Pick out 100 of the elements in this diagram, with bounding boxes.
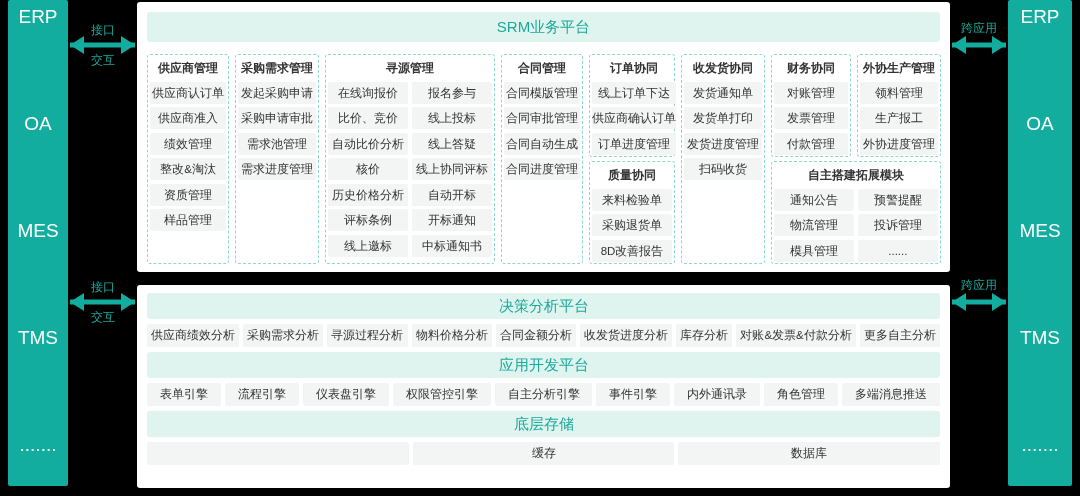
module-group <box>771 161 941 264</box>
feature-tile: 多端消息推送 <box>842 383 940 406</box>
feature-tile: 开标通知 <box>411 209 492 231</box>
feature-tile: 供应商认订单 <box>150 81 226 104</box>
feature-tile: 自动比价分析 <box>328 132 409 155</box>
feature-tile: 供应商准入 <box>150 107 226 129</box>
feature-tile: 来料检验单 <box>592 188 672 211</box>
feature-tile: 发货通知单 <box>684 81 762 104</box>
feature-tile: 更多自主分析 <box>859 324 941 347</box>
edge-label: 跨应用 <box>960 21 998 35</box>
feature-tile: 中标通知书 <box>411 234 492 257</box>
feature-tile: 生产报工 <box>860 107 938 129</box>
feature-tile: 流程引擎 <box>224 383 299 406</box>
feature-tile: 发货单打印 <box>684 107 762 129</box>
system-label: ....... <box>19 434 57 456</box>
feature-tile: 采购需求分析 <box>243 324 324 347</box>
feature-tile: 线上协同评标 <box>411 158 492 180</box>
feature-tile: 供应商绩效分析 <box>147 324 240 347</box>
platform-heading: 应用开发平台 <box>147 352 940 378</box>
feature-tile: 线上投标 <box>411 107 492 129</box>
module-title: 订单协同 <box>608 60 659 77</box>
edge-label: 跨应用 <box>960 278 998 292</box>
feature-tile: 合同进度管理 <box>504 158 580 180</box>
system-label: TMS <box>1019 327 1061 349</box>
module-title: 质量协同 <box>607 167 657 184</box>
feature-tile: 需求池管理 <box>238 132 316 155</box>
feature-tile: 内外通讯录 <box>674 383 761 406</box>
feature-tile: 自主分析引擎 <box>494 383 593 406</box>
module-title: 供应商管理 <box>157 60 219 77</box>
system-label: ....... <box>1021 434 1059 456</box>
module-group <box>325 54 495 264</box>
module-title: 采购需求管理 <box>240 60 314 77</box>
system-label: TMS <box>17 327 59 349</box>
module-group <box>857 54 941 157</box>
edge-label: 接口交互 <box>89 22 116 69</box>
double-arrow <box>70 36 135 54</box>
double-arrow <box>952 36 1006 54</box>
feature-tile: 仪表盘引擎 <box>302 383 389 406</box>
feature-tile: 需求进度管理 <box>238 158 316 180</box>
feature-tile: 库存分析 <box>676 324 733 347</box>
feature-tile: 发货进度管理 <box>684 132 762 155</box>
feature-tile: 权限管控引擎 <box>392 383 491 406</box>
feature-tile: 合同金额分析 <box>495 324 576 347</box>
platform-heading: 决策分析平台 <box>147 293 940 319</box>
feature-tile: 角色管理 <box>764 383 839 406</box>
feature-tile: 物流管理 <box>774 214 855 236</box>
feature-tile: 历史价格分析 <box>328 183 409 206</box>
feature-tile: 线上邀标 <box>328 234 409 257</box>
feature-tile: 事件引擎 <box>596 383 671 406</box>
module-title: 寻源管理 <box>385 60 435 77</box>
feature-tile: 预警提醒 <box>857 188 938 211</box>
feature-tile: 采购退货单 <box>592 214 672 236</box>
feature-tile: 订单进度管理 <box>592 132 676 155</box>
platform-heading: SRM业务平台 <box>147 12 940 42</box>
module-group <box>501 54 583 264</box>
feature-tile: 样品管理 <box>150 209 226 231</box>
platform-heading: 底层存储 <box>147 411 940 437</box>
module-group <box>771 54 851 157</box>
feature-tile: 线上订单下达 <box>592 81 676 104</box>
feature-tile: 外协进度管理 <box>860 132 938 155</box>
double-arrow <box>70 293 135 311</box>
feature-tile: 线上答疑 <box>411 132 492 155</box>
feature-tile: 对账管理 <box>774 81 848 104</box>
feature-tile: 绩效管理 <box>150 132 226 155</box>
system-column <box>8 0 68 486</box>
feature-tile: 报名参与 <box>411 81 492 104</box>
platform-panel <box>137 2 950 272</box>
feature-tile: 发起采购申请 <box>238 81 316 104</box>
system-label: ERP <box>1020 6 1060 28</box>
feature-tile: 对账&发票&付款分析 <box>736 324 856 347</box>
module-group <box>235 54 319 264</box>
feature-tile: 自动开标 <box>411 183 492 206</box>
feature-tile: 表单引擎 <box>147 383 221 406</box>
module-title: 收发货协同 <box>692 60 754 77</box>
feature-tile: 在线询报价 <box>328 81 409 104</box>
feature-tile: 收发货进度分析 <box>579 324 673 347</box>
system-label: MES <box>17 220 59 242</box>
feature-tile: 核价 <box>328 158 409 180</box>
feature-tile: ...... <box>857 239 938 262</box>
system-label: ERP <box>18 6 58 28</box>
module-title: 合同管理 <box>517 60 567 77</box>
feature-tile: 合同模版管理 <box>504 81 580 104</box>
feature-tile: 投诉管理 <box>857 214 938 236</box>
feature-tile: 发票管理 <box>774 107 848 129</box>
module-group <box>681 54 765 264</box>
feature-tile: 整改&淘汰 <box>150 158 226 180</box>
platform-panel <box>137 285 950 488</box>
system-label: MES <box>1019 220 1061 242</box>
double-arrow <box>952 293 1006 311</box>
feature-tile: 模具管理 <box>774 239 855 262</box>
module-title: 自主搭建拓展模块 <box>807 167 905 184</box>
system-label: OA <box>24 113 52 135</box>
module-group <box>589 54 675 157</box>
feature-tile: 扫码收货 <box>684 158 762 180</box>
feature-tile: 缓存 <box>412 442 675 465</box>
feature-tile: 领料管理 <box>860 81 938 104</box>
feature-tile: 供应商确认订单 <box>592 107 676 129</box>
system-label: OA <box>1026 113 1054 135</box>
module-title: 外协生产管理 <box>862 60 936 77</box>
feature-tile: 资质管理 <box>150 183 226 206</box>
